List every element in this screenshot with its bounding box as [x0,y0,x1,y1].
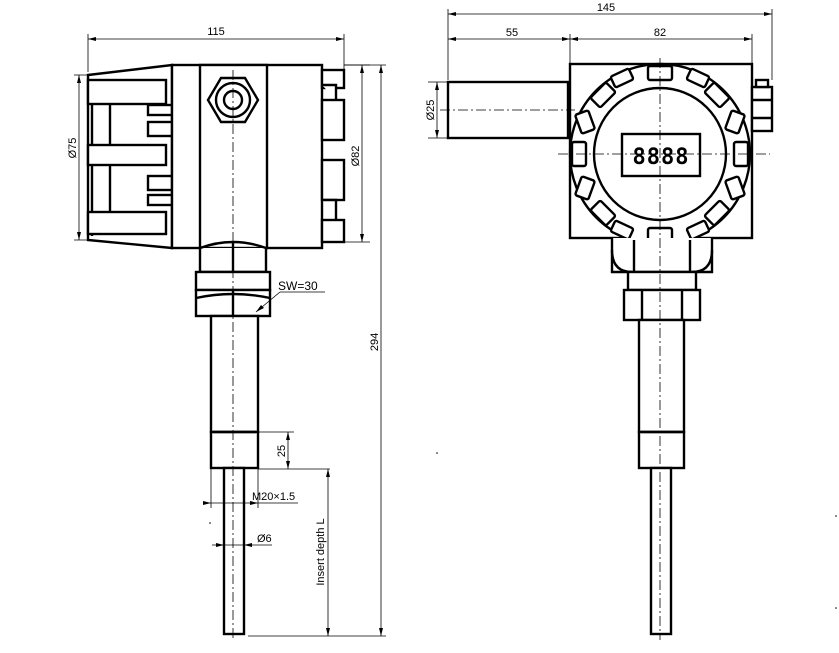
side-view: 115 Ø75 Ø82 294 [67,26,386,640]
thread-spec-label: M20×1.5 [252,491,295,503]
finned-cover [86,63,174,250]
dim-extension-dia-label: Ø25 [425,100,437,121]
dim-housing-dia-label: Ø82 [350,146,362,167]
dim-extension-width-label: 55 [506,27,518,39]
housing [170,63,346,250]
side-cap [750,78,774,133]
dim-extension-diameter: Ø25 [425,81,448,139]
display-window [620,132,702,178]
dim-width-label: 115 [207,26,225,38]
front-neck [610,238,714,322]
dim-insert-depth: Insert depth L [315,469,330,636]
probe-dia-label: Ø6 [257,533,272,545]
dim-total-width-145: 145 [447,2,773,80]
display-digits: 8888 [633,145,690,170]
stem [209,314,260,636]
dim-thread-spec: M20×1.5 [203,468,298,508]
front-view: 8888 [425,2,774,640]
dim-housing-diameter: Ø82 [344,64,370,243]
front-stem [637,318,686,636]
dim-head-width-label: 82 [654,27,666,39]
dim-thread-length-label: 25 [276,445,288,457]
dim-body-diameter: Ø75 [67,74,92,241]
dim-thread-length: 25 [258,431,330,470]
scan-specks [209,452,837,609]
wrench-size-callout: SW=30 [255,279,325,313]
dim-total-length: 294 [248,64,386,637]
dim-body-dia-label: Ø75 [67,138,79,159]
dim-width-115: 115 [87,26,345,72]
dim-probe-diameter: Ø6 [212,533,272,547]
dim-extension-and-head: 55 82 [448,27,753,64]
wrench-size-label: SW=30 [278,279,318,293]
dim-total-width-label: 145 [597,2,615,14]
dim-total-length-label: 294 [369,333,381,351]
insert-depth-label: Insert depth L [315,518,327,585]
